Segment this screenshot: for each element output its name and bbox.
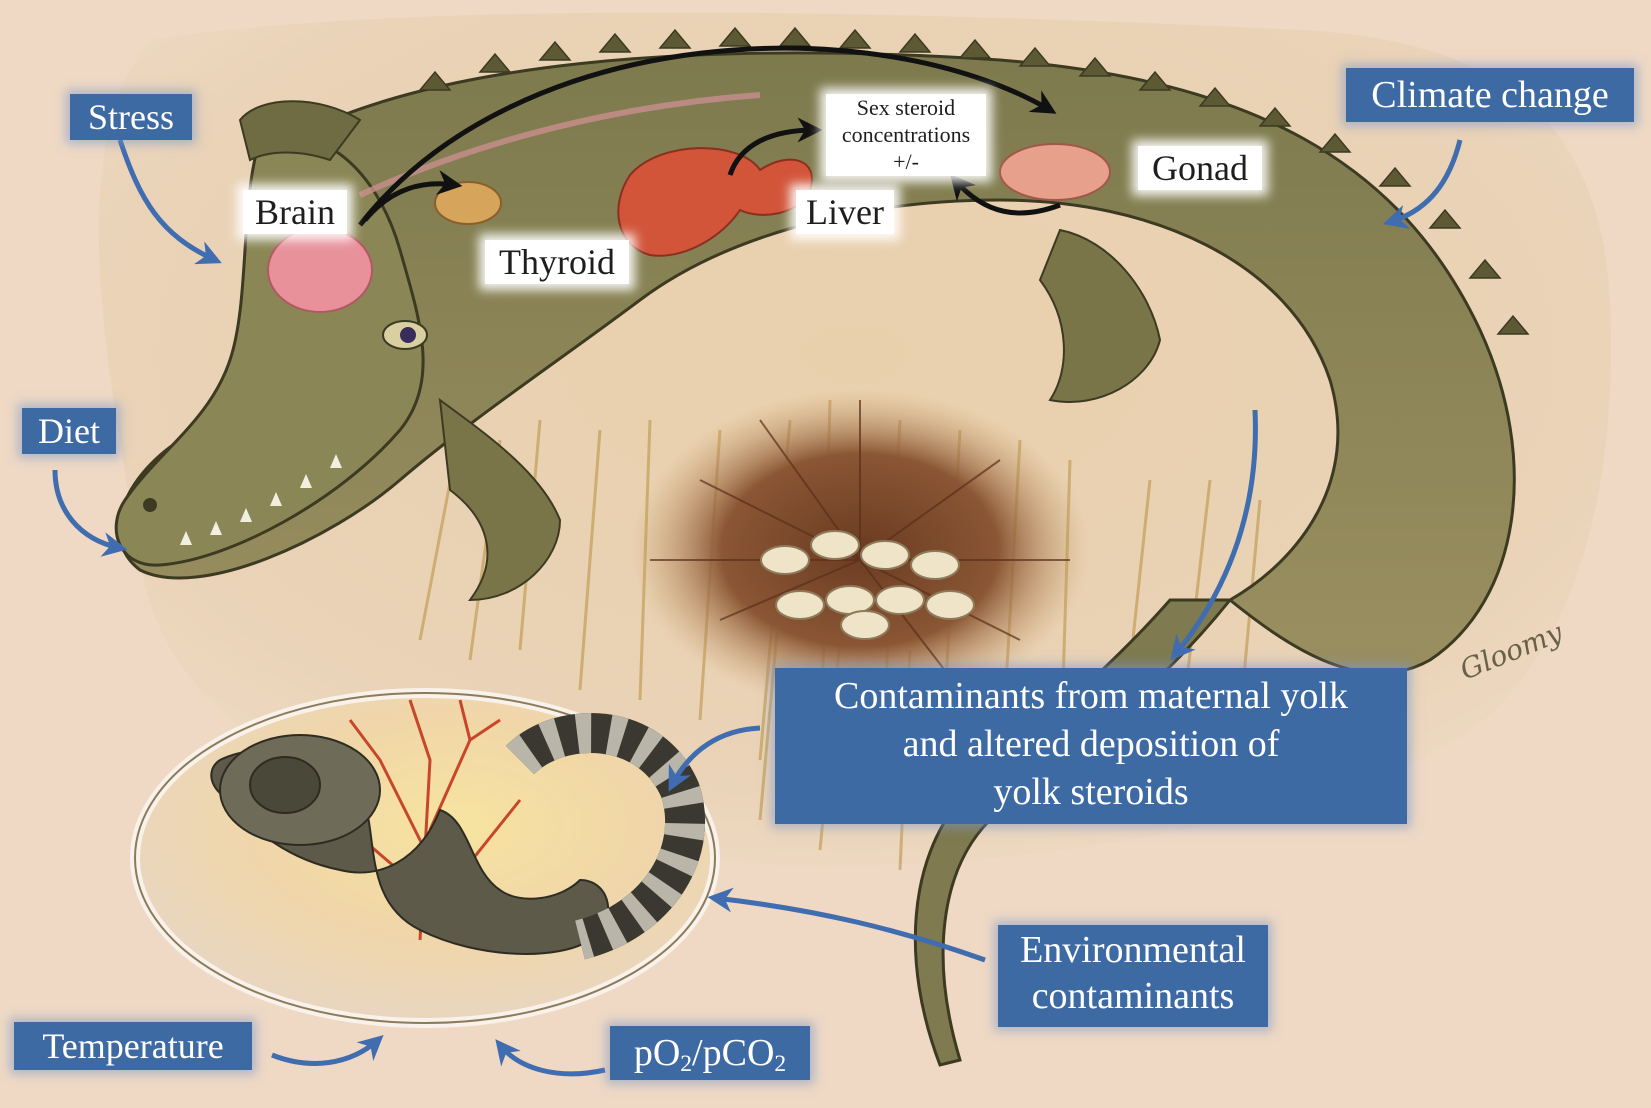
label-brain: Brain [243,190,347,234]
yolk-line-1: Contaminants from maternal yolk [775,672,1407,720]
liver-text: Liver [806,192,884,232]
environmental-line-1: Environmental [998,927,1268,973]
gas-mid: /pCO [692,1032,774,1074]
label-sex-steroid-concentrations: Sex steroid concentrations +/- [826,94,986,176]
climate-change-text: Climate change [1371,74,1608,116]
label-climate-change: Climate change [1346,68,1634,122]
label-thyroid: Thyroid [485,240,629,284]
alligator-nostril [143,498,157,512]
gonad-text: Gonad [1152,148,1248,188]
embryo-eye [250,757,320,813]
label-diet: Diet [22,408,116,454]
brain-text: Brain [255,192,335,232]
yolk-line-2: and altered deposition of [775,720,1407,768]
embryo-egg [135,693,715,1023]
label-gonad: Gonad [1138,146,1262,190]
sex-steroid-line-3: +/- [826,148,986,175]
gas-subscript-1: 2 [680,1051,692,1077]
gonad-organ [1000,144,1110,200]
sex-steroid-line-2: concentrations [826,121,986,148]
stress-text: Stress [88,97,174,137]
thyroid-text: Thyroid [499,242,615,282]
yolk-line-3: yolk steroids [775,768,1407,816]
sex-steroid-line-1: Sex steroid [826,94,986,121]
gas-prefix: pO [634,1032,680,1074]
label-yolk-contaminants: Contaminants from maternal yolk and alte… [775,668,1407,824]
label-environmental-contaminants: Environmental contaminants [998,925,1268,1027]
gas-subscript-2: 2 [774,1051,786,1077]
label-temperature: Temperature [14,1022,252,1070]
environmental-line-2: contaminants [998,973,1268,1019]
label-liver: Liver [796,190,894,234]
diet-text: Diet [38,411,100,451]
temperature-text: Temperature [42,1026,223,1066]
alligator-pupil [400,327,416,343]
brain-organ [268,228,372,312]
label-gas-exchange: pO2/pCO2 [610,1026,810,1080]
thyroid-organ [435,182,501,224]
label-stress: Stress [70,94,192,140]
